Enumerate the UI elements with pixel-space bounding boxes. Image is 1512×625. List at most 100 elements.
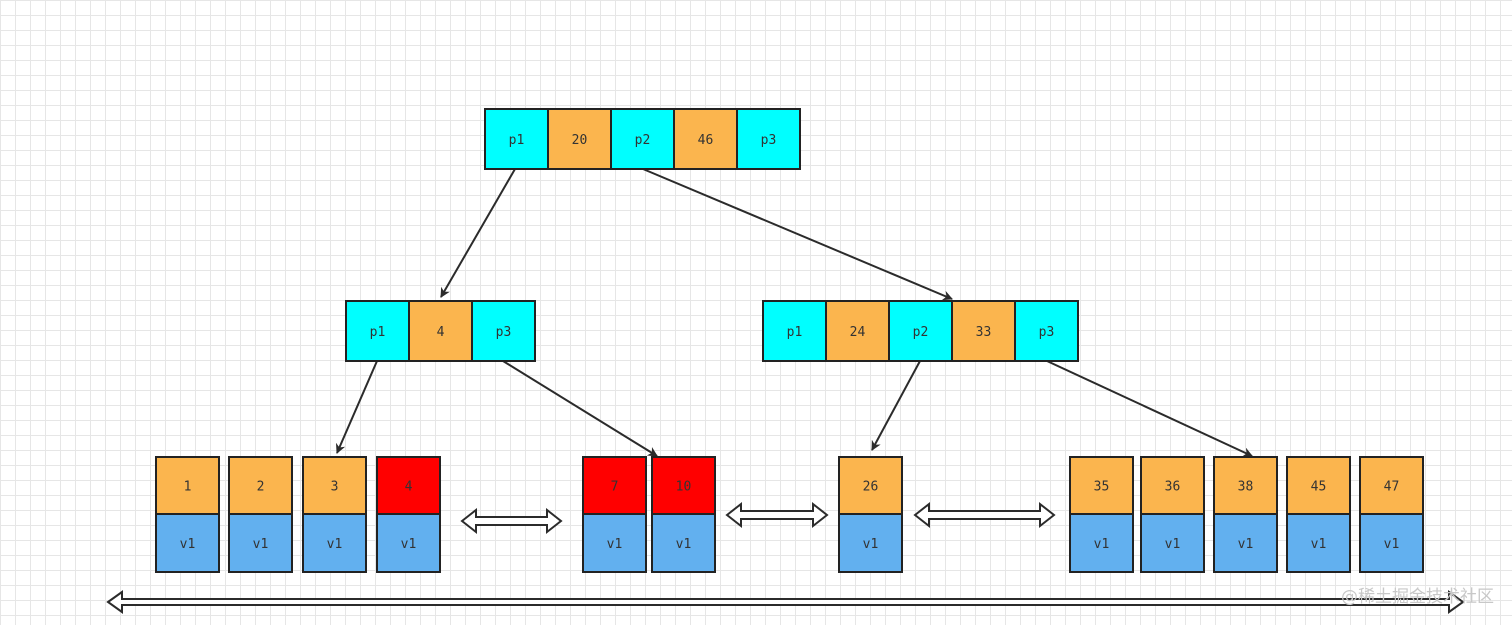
edge-root-p2 (642, 168, 953, 301)
leaf-key-47-box (1359, 456, 1424, 515)
internal-2-cell-p3-label: p3 (1039, 325, 1055, 340)
edge-right-p2 (871, 360, 921, 451)
leaf-value-38-box (1213, 513, 1278, 573)
leaf-2: 2 v1 (228, 456, 293, 573)
leaf-span-arrow (106, 590, 1465, 614)
leaf-36: 36 v1 (1140, 456, 1205, 573)
internal-2-cell-p3: p3 (1014, 300, 1079, 362)
leaf-key-4: 4 (376, 456, 441, 515)
leaf-link-arrow-2 (725, 501, 829, 529)
leaf-link-arrow-1 (460, 507, 563, 535)
internal-2-cell-24-label: 24 (850, 325, 866, 340)
leaf-value-38: v1 (1213, 513, 1278, 573)
leaf-key-7-box (582, 456, 647, 515)
leaf-value-36-box (1140, 513, 1205, 573)
leaf-key-38: 38 (1213, 456, 1278, 515)
root-cell-20-box (547, 108, 612, 170)
leaf-key-38-box (1213, 456, 1278, 515)
edge-right-p3 (1046, 360, 1253, 457)
leaf-key-4-label: 4 (405, 480, 413, 495)
root-cell-46-label: 46 (698, 133, 714, 148)
leaf-value-45: v1 (1286, 513, 1351, 573)
leaf-value-47-box (1359, 513, 1424, 573)
watermark: @稀土掘金技术社区 (1341, 587, 1494, 607)
leaf-key-45: 45 (1286, 456, 1351, 515)
internal-2-cell-p2-label: p2 (913, 325, 929, 340)
leaf-value-3: v1 (302, 513, 367, 573)
leaf-value-4: v1 (376, 513, 441, 573)
leaf-key-3-label: 3 (331, 480, 339, 495)
leaf-value-35: v1 (1069, 513, 1134, 573)
leaf-value-1-box (155, 513, 220, 573)
leaf-value-45-box (1286, 513, 1351, 573)
internal-1-cell-p3: p3 (471, 300, 536, 362)
edge-left-p3 (502, 360, 658, 457)
leaf-value-2: v1 (228, 513, 293, 573)
leaf-key-2: 2 (228, 456, 293, 515)
leaf-key-38-label: 38 (1238, 480, 1254, 495)
leaf-key-36: 36 (1140, 456, 1205, 515)
leaf-value-7-label: v1 (607, 537, 623, 552)
leaf-value-3-label: v1 (327, 537, 343, 552)
root-cell-p3-label: p3 (761, 133, 777, 148)
internal-1-cell-4: 4 (408, 300, 473, 362)
leaf-value-7: v1 (582, 513, 647, 573)
leaf-value-7-box (582, 513, 647, 573)
leaf-value-35-box (1069, 513, 1134, 573)
leaf-35: 35 v1 (1069, 456, 1134, 573)
leaf-value-2-label: v1 (253, 537, 269, 552)
root-cell-46-box (673, 108, 738, 170)
leaf-key-47: 47 (1359, 456, 1424, 515)
edge-left-p1 (336, 360, 378, 454)
leaf-38: 38 v1 (1213, 456, 1278, 573)
leaf-key-7-label: 7 (611, 480, 619, 495)
leaf-key-26-box (838, 456, 903, 515)
internal-1-cell-p3-box (471, 300, 536, 362)
leaf-7: 7 v1 (582, 456, 647, 573)
internal-2-cell-p1-label: p1 (787, 325, 803, 340)
internal-1-cell-p1: p1 (345, 300, 410, 362)
leaf-key-3: 3 (302, 456, 367, 515)
leaf-key-26: 26 (838, 456, 903, 515)
edge-root-p1 (440, 168, 516, 298)
leaf-key-1-box (155, 456, 220, 515)
root-cell-p3: p3 (736, 108, 801, 170)
internal-2-cell-33: 33 (951, 300, 1016, 362)
leaf-value-47-label: v1 (1384, 537, 1400, 552)
root-cell-20-label: 20 (572, 133, 588, 148)
internal-2-cell-24: 24 (825, 300, 890, 362)
leaf-value-2-box (228, 513, 293, 573)
leaf-links (106, 501, 1465, 614)
leaf-3: 3 v1 (302, 456, 367, 573)
internal-2-cell-33-box (951, 300, 1016, 362)
leaf-value-26: v1 (838, 513, 903, 573)
leaf-1: 1v1 (155, 456, 220, 573)
leaf-value-38-label: v1 (1238, 537, 1254, 552)
leaf-47: 47 v1 (1359, 456, 1424, 573)
internal-1-cell-p1-label: p1 (370, 325, 386, 340)
leaf-link-arrow-3 (913, 501, 1056, 529)
root-cell-p1: p1 (484, 108, 549, 170)
leaf-value-36-label: v1 (1165, 537, 1181, 552)
leaf-value-4-label: v1 (401, 537, 417, 552)
leaf-value-47: v1 (1359, 513, 1424, 573)
leaf-key-26-label: 26 (863, 480, 879, 495)
root-cell-20: 20 (547, 108, 612, 170)
leaf-value-26-label: v1 (863, 537, 879, 552)
leaf-value-10: v1 (651, 513, 716, 573)
root-cell-p3-box (736, 108, 801, 170)
root-cell-p1-box (484, 108, 549, 170)
leaf-26: 26 v1 (838, 456, 903, 573)
leaf-key-35-label: 35 (1094, 480, 1110, 495)
internal-node-2: p1 24 p2 33 p3 (762, 300, 1079, 362)
leaf-key-1-label: 1 (184, 480, 192, 495)
leaf-key-2-label: 2 (257, 480, 265, 495)
internal-2-cell-p3-box (1014, 300, 1079, 362)
leaf-4: 4 v1 (376, 456, 441, 573)
root-node: p1 20 p2 46 p3 (484, 108, 801, 170)
internal-1-cell-4-label: 4 (437, 325, 445, 340)
leaf-key-47-label: 47 (1384, 480, 1400, 495)
root-cell-p2-label: p2 (635, 133, 651, 148)
